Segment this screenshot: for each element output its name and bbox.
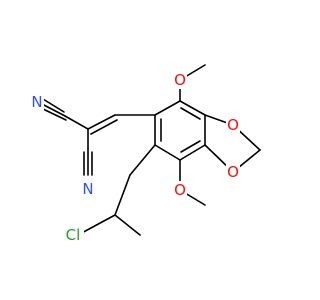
bond-c-cn1 [64,115,89,130]
bond-ch2-chcl [114,174,131,216]
dioxole-oxygen-lower: O [226,163,240,181]
atom-n2-label: N [82,180,93,198]
atom-o1-label: O [174,71,186,89]
methoxy-oxygen-top: O [173,71,187,89]
bond-chcl-me [114,214,141,236]
nitrile-nitrogen-1: N [30,93,44,111]
atom-cl-label: Cl [66,226,81,244]
bond-cn1-triple-c [42,108,67,121]
methoxy-oxygen-bottom: O [173,181,187,199]
bond-layer [41,64,261,236]
dioxole-oxygen-upper: O [226,116,240,134]
bond-ring-c5-c6 [154,144,181,161]
bond-vinyl-double-a [87,114,116,130]
bond-vinyl-double-b [90,119,118,135]
bond-cn1-triple-b [42,98,65,113]
atom-o4-label: O [174,181,186,199]
bond-ring-c4-c5-inner [180,140,201,153]
bond-cn1-triple-a [41,103,66,117]
atom-o2-label: O [227,116,239,134]
atom-o3-label: O [227,163,239,181]
atom-label-layer: N N O O O O Cl [30,71,240,244]
atom-n1-label: N [31,93,42,111]
molecule-diagram: N N O O O O Cl [30,64,261,244]
bond-ring-c1-c2 [154,100,181,116]
bond-ring-c4-c5 [179,144,206,161]
bond-ring-c2-c3 [179,100,206,116]
chlorine-atom: Cl [64,226,84,244]
bond-ring-c2-c3-inner [180,107,201,120]
bond-c6-ch2 [129,144,156,176]
structure-drawing: N N O O O O Cl [30,64,261,244]
bond-chcl-cl [77,214,116,236]
nitrile-nitrogen-2: N [81,180,95,198]
